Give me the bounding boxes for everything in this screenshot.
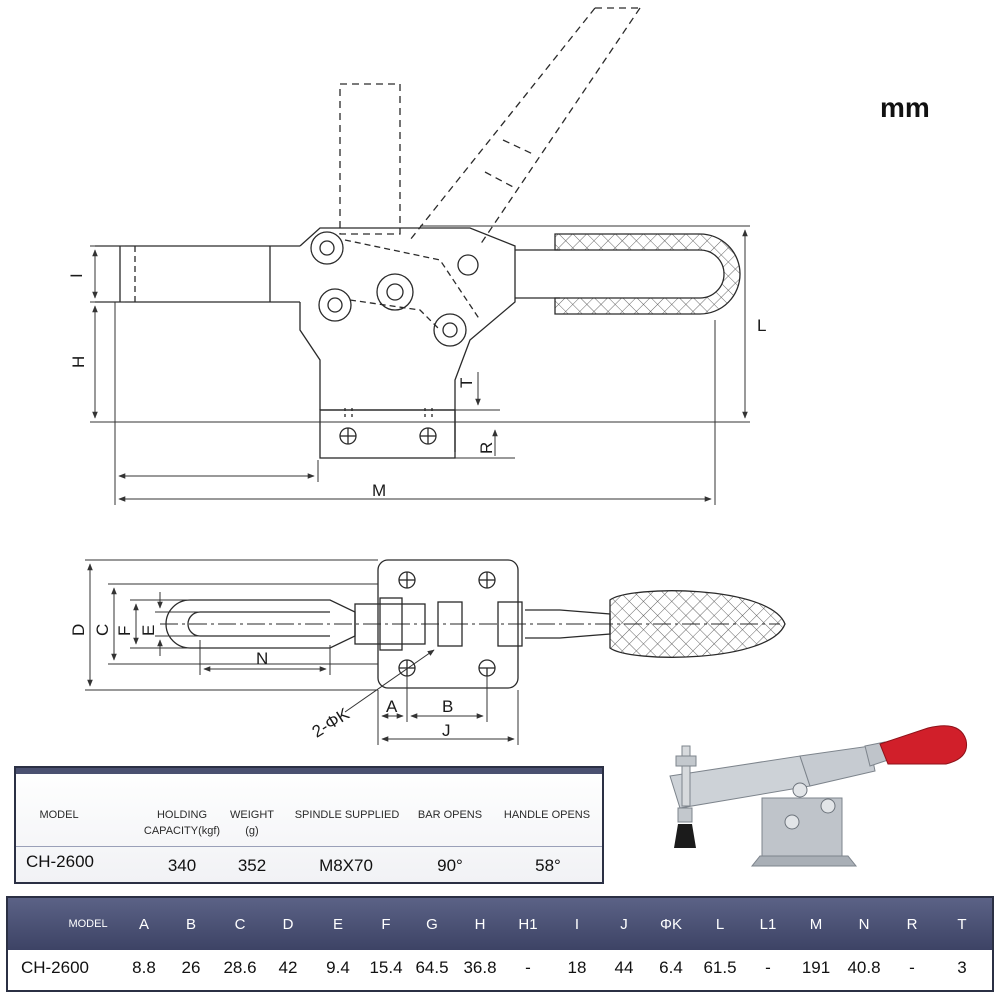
top-view-dimensions xyxy=(85,559,519,745)
top-view xyxy=(160,559,786,689)
unit-label: mm xyxy=(880,92,930,123)
dim-label-l: L xyxy=(757,316,766,335)
dim-label-c: C xyxy=(93,624,112,636)
dim-value-i: 18 xyxy=(567,958,587,977)
dim-label-d: D xyxy=(69,624,88,636)
spec-table-divider xyxy=(16,846,602,847)
dim-header-h1: H1 xyxy=(518,916,538,933)
dim-label-k: 2-ΦK xyxy=(309,704,354,742)
dim-value-phik: 6.4 xyxy=(659,958,683,977)
dim-value-f: 15.4 xyxy=(369,958,403,977)
dim-model-value: CH-2600 xyxy=(20,958,90,977)
spec-bar-opens: 90° xyxy=(437,856,463,875)
dimension-table: MODEL CH-2600 A 8.8 B 26 C 28.6 D 42 E 9.4 F 15.4 G 6… xyxy=(6,896,994,992)
dim-header-l: L xyxy=(715,916,725,933)
spec-spindle: M8X70 xyxy=(319,856,373,875)
dimension-table-header xyxy=(8,898,992,950)
dim-value-j: 44 xyxy=(614,958,634,977)
dim-header-phik: ΦK xyxy=(660,916,682,933)
spec-table-band xyxy=(16,768,602,774)
spec-header-bar: BAR OPENS xyxy=(417,809,483,821)
spec-model: CH-2600 xyxy=(25,852,95,871)
dim-label-t: T xyxy=(457,378,476,388)
side-view xyxy=(95,7,741,459)
dim-label-f: F xyxy=(115,626,134,636)
dim-label-e: E xyxy=(139,625,158,636)
dim-header-f: F xyxy=(381,916,391,933)
dim-header-d: D xyxy=(282,916,294,933)
spec-header-handle: HANDLE OPENS xyxy=(503,809,591,821)
dim-value-e: 9.4 xyxy=(326,958,350,977)
dim-value-g: 64.5 xyxy=(415,958,449,977)
handle-opened-outline xyxy=(409,7,641,246)
dim-header-b: B xyxy=(185,916,196,933)
dim-label-h: H xyxy=(69,356,88,368)
dim-label-m: M xyxy=(372,481,386,500)
technical-drawing: I H L T R M xyxy=(67,7,786,745)
dim-header-r: R xyxy=(906,916,918,933)
dim-header-model: MODEL xyxy=(68,918,108,930)
product-photo xyxy=(669,725,968,867)
dim-label-j: J xyxy=(442,721,451,740)
dim-value-t: 3 xyxy=(957,958,967,977)
red-grip-icon xyxy=(879,725,968,765)
dim-label-i: I xyxy=(67,273,86,278)
dim-value-m: 191 xyxy=(801,958,831,977)
dim-header-t: T xyxy=(957,916,967,933)
dim-value-b: 26 xyxy=(181,958,201,977)
dim-label-b: B xyxy=(442,697,453,716)
dim-value-a: 8.8 xyxy=(132,958,156,977)
dim-value-n: 40.8 xyxy=(847,958,881,977)
dim-label-n: N xyxy=(256,649,268,668)
dim-label-a: A xyxy=(386,697,398,716)
dim-header-h: H xyxy=(474,916,486,933)
spec-handle-opens: 58° xyxy=(535,856,561,875)
dim-header-m: M xyxy=(809,916,823,933)
dim-header-i: I xyxy=(574,916,580,933)
spec-header-weight-2: (g) xyxy=(245,825,259,837)
dim-header-e: E xyxy=(332,916,343,933)
dim-header-g: G xyxy=(426,916,438,933)
dim-header-n: N xyxy=(858,916,870,933)
dim-label-r: R xyxy=(477,442,496,454)
side-view-dimensions xyxy=(90,225,750,505)
spec-header-weight-1: WEIGHT xyxy=(230,809,274,821)
dim-header-a: A xyxy=(138,916,149,933)
dim-header-l1: L1 xyxy=(759,916,777,933)
dim-value-l: 61.5 xyxy=(703,958,737,977)
dim-value-l1: - xyxy=(765,958,771,977)
spec-header-spindle: SPINDLE SUPPLIED xyxy=(294,809,400,821)
spec-weight: 352 xyxy=(237,856,267,875)
spec-table: MODEL HOLDING CAPACITY(kgf) WEIGHT (g) S… xyxy=(14,766,604,884)
dim-value-h1: - xyxy=(525,958,531,977)
spec-header-model: MODEL xyxy=(39,809,79,821)
spec-header-holding-2: CAPACITY(kgf) xyxy=(143,825,221,837)
spec-header-holding-1: HOLDING xyxy=(156,809,208,821)
dim-header-c: C xyxy=(234,916,246,933)
dim-value-h: 36.8 xyxy=(463,958,497,977)
dim-header-j: J xyxy=(620,916,628,933)
dim-value-d: 42 xyxy=(278,958,298,977)
clamp-illustration xyxy=(669,741,889,867)
dim-value-r: - xyxy=(909,958,915,977)
dim-value-c: 28.6 xyxy=(223,958,257,977)
bar-opened-outline xyxy=(339,83,401,235)
spec-holding: 340 xyxy=(167,856,197,875)
